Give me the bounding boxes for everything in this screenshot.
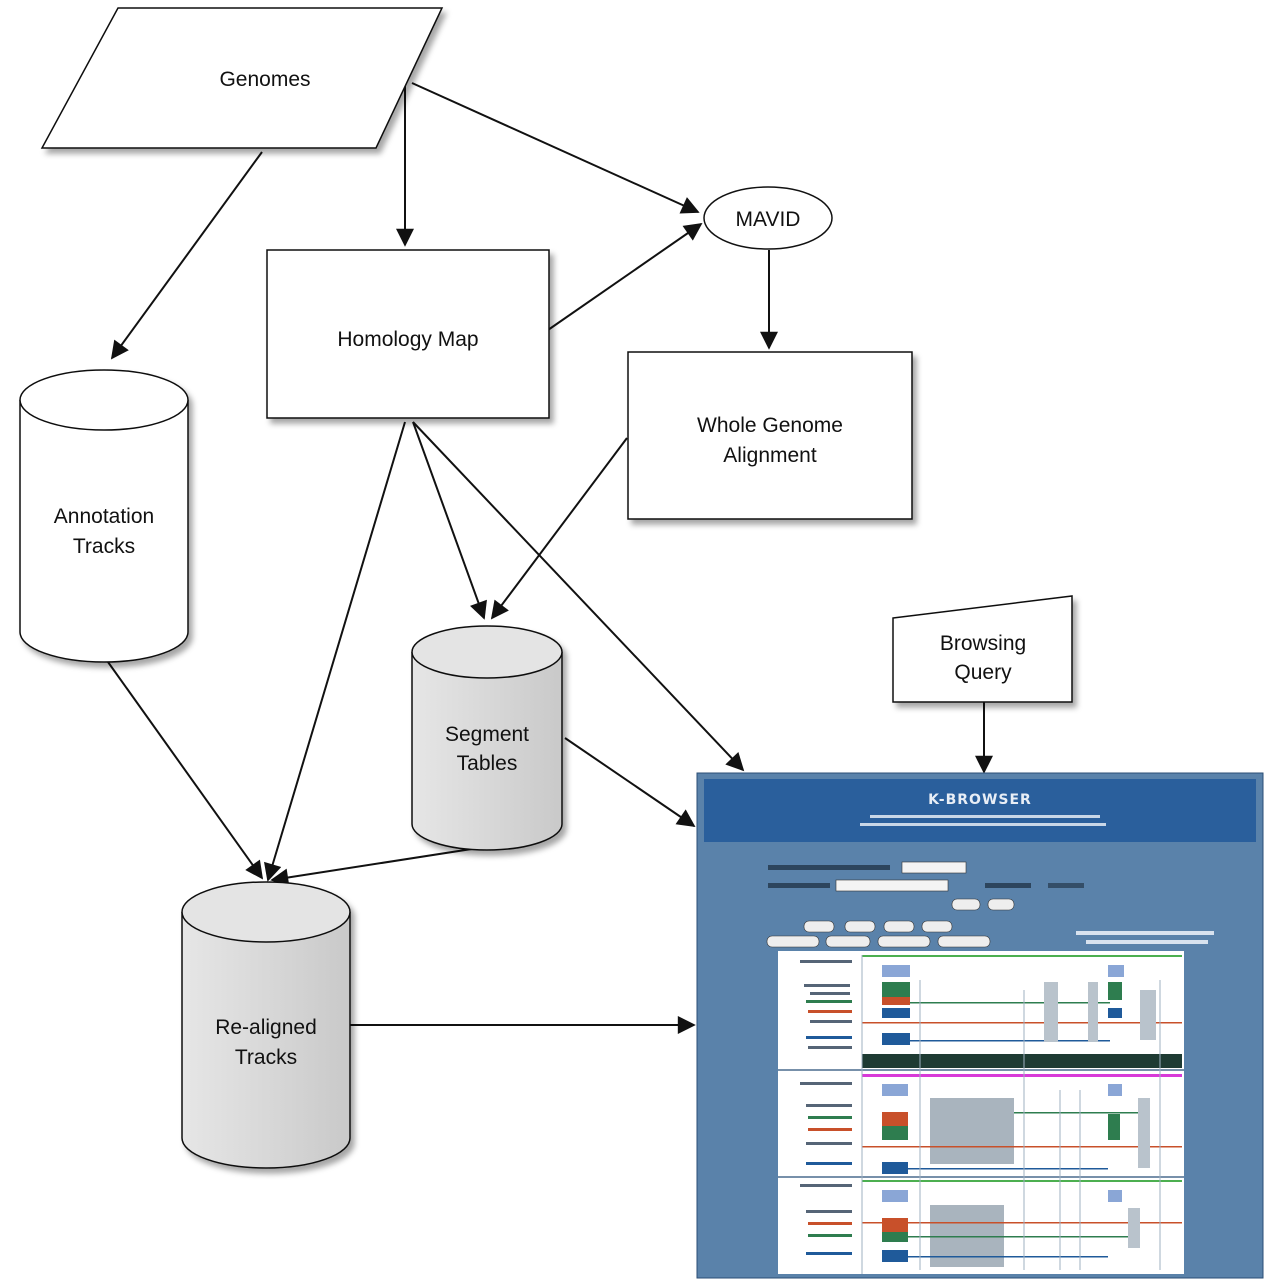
arrow-homology-to-mavid [547,222,703,331]
track-vertical-guides [861,955,1161,1274]
arrow-homology-to-realigned [264,421,406,882]
track-panel-2 [778,1069,1184,1174]
annotation-tracks-node [19,369,189,663]
track-panel-3 [778,1176,1184,1267]
genomes-node: Genomes [40,7,444,149]
genomes-label: Genomes [219,68,310,91]
browser-nav-buttons [766,920,991,948]
connectors [107,82,993,1034]
realigned-tracks-label-line2: Tracks [235,1046,297,1069]
homology-map-label: Homology Map [337,328,478,351]
whole-genome-alignment-label-line1: Whole Genome [697,414,843,437]
mavid-label: MAVID [736,208,801,231]
arrow-homology-to-browser [412,421,745,772]
arrow-segment-to-realigned [270,847,479,887]
segment-tables-label-line2: Tables [457,752,518,775]
track-label-column [800,960,852,1255]
arrow-genomes-to-annotation [110,151,263,360]
realigned-tracks-label-line1: Re-aligned [215,1016,317,1039]
browser-header [704,779,1256,842]
annotation-tracks-label-line1: Annotation [54,505,154,528]
arrow-alignment-to-segment [490,437,628,620]
whole-genome-alignment-label-line2: Alignment [723,444,817,467]
browser-form [768,861,1084,911]
browsing-query-label-line1: Browsing [940,632,1026,655]
mavid-node: MAVID [703,186,833,250]
whole-genome-alignment-node: Whole Genome Alignment [627,351,913,520]
arrow-homology-to-segment [412,421,487,620]
track-panel-1 [862,955,1182,1068]
segment-tables-label-line1: Segment [445,723,529,746]
annotation-tracks-label-line2: Tracks [73,535,135,558]
browser-title: K-BROWSER [928,792,1032,808]
arrow-genomes-to-mavid [411,82,700,214]
k-browser-screenshot: K-BROWSER [696,772,1264,1279]
realigned-tracks-node [181,881,351,1169]
arrow-segment-to-browser [564,737,696,828]
browser-track-panels [778,951,1184,1274]
browsing-query-label-line2: Query [954,661,1012,684]
arrow-annotation-to-realigned [107,661,264,880]
segment-tables-node [411,625,563,851]
homology-map-node: Homology Map [266,249,550,419]
browsing-query-node: Browsing Query [892,595,1073,703]
